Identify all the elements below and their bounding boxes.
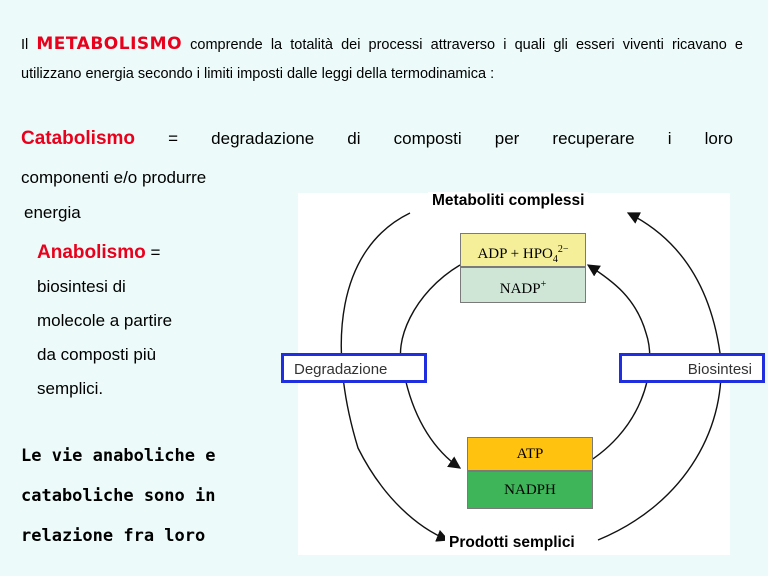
adp-text: ADP + HPO: [477, 246, 553, 262]
nadp-box: NADP+: [460, 267, 586, 303]
degradation-outer-arrow: [340, 212, 450, 542]
atp-text: ATP: [516, 446, 544, 462]
catabolism-line-2: componenti e/o produrre: [21, 168, 207, 187]
adp-superscript: 2−: [557, 244, 569, 255]
simple-products-label: Prodotti semplici: [445, 534, 579, 552]
adp-hpo4-box: ADP + HPO42−: [460, 233, 586, 267]
nadph-text: NADPH: [504, 482, 556, 498]
metabolism-keyword: METABOLISMO: [36, 34, 183, 54]
metabolism-cycle-diagram: Metaboliti complessi Prodotti semplici A…: [298, 192, 730, 555]
degradation-frame: Degradazione: [281, 353, 427, 383]
catabolism-keyword: Catabolismo: [21, 128, 136, 149]
anabolism-line: molecole a partire: [37, 311, 173, 330]
complex-metabolites-label: Metaboliti complessi: [428, 192, 589, 210]
intro-text: comprende la totalità dei processi attra…: [21, 37, 743, 82]
catabolism-word: di: [347, 129, 361, 148]
anabolism-keyword: Anabolismo: [37, 242, 146, 263]
degradation-label: Degradazione: [294, 361, 388, 378]
catabolism-word: recuperare: [552, 129, 635, 148]
nadph-box: NADPH: [467, 471, 593, 509]
biosynthesis-inner-arrow: [577, 264, 651, 469]
biosynthesis-label: Biosintesi: [687, 361, 752, 378]
intro-paragraph: Il METABOLISMO comprende la totalità dei…: [21, 30, 743, 89]
anabolism-heading: Anabolismo =: [37, 236, 217, 270]
nadp-superscript: +: [540, 279, 547, 290]
intro-prefix: Il: [21, 37, 29, 53]
catabolism-word: i: [667, 129, 672, 148]
anabolism-line: semplici.: [37, 379, 104, 398]
catabolism-word: =: [168, 129, 179, 148]
nadp-text: NADP: [499, 281, 541, 297]
catabolism-line-3: energia: [24, 203, 81, 222]
catabolism-word: composti: [393, 129, 462, 148]
anabolism-line: da composti più: [37, 345, 157, 364]
catabolism-word: per: [494, 129, 520, 148]
biosynthesis-frame: Biosintesi: [619, 353, 765, 383]
relation-line: cataboliche sono in: [21, 486, 216, 506]
anabolism-line: biosintesi di: [37, 277, 126, 296]
anabolism-definition: Anabolismo = biosintesi di molecole a pa…: [37, 236, 217, 406]
atp-box: ATP: [467, 437, 593, 471]
catabolism-word: loro: [704, 129, 733, 148]
relation-line: relazione fra loro: [21, 526, 206, 546]
adp-subscript: 4: [552, 254, 558, 265]
catabolism-definition-line: Catabolismo = degradazione di composti p…: [21, 128, 733, 150]
catabolism-word: degradazione: [211, 129, 315, 148]
anabolism-equals: =: [145, 243, 161, 262]
relation-line: Le vie anaboliche e: [21, 446, 216, 466]
relation-statement: Le vie anaboliche e cataboliche sono in …: [21, 436, 261, 556]
